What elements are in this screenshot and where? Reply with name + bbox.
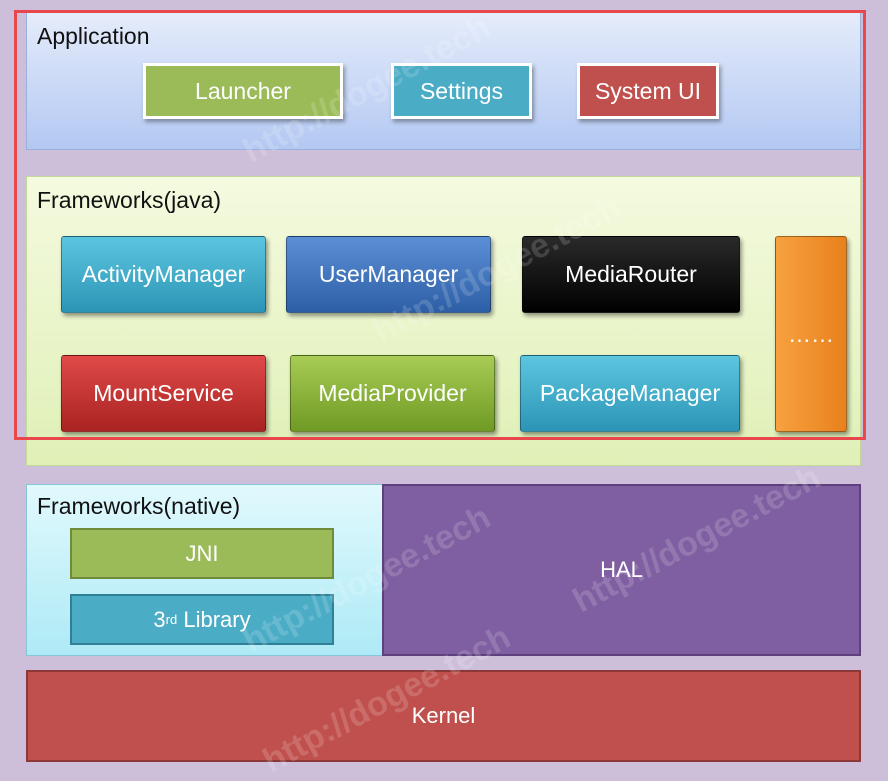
package-manager-box: PackageManager bbox=[520, 355, 740, 432]
more-box: …… bbox=[775, 236, 847, 432]
media-provider-box: MediaProvider bbox=[290, 355, 495, 432]
activity-manager-box: ActivityManager bbox=[61, 236, 266, 313]
kernel-label: Kernel bbox=[411, 703, 476, 728]
jni-box: JNI bbox=[70, 528, 334, 579]
frameworks-java-layer: Frameworks(java) ActivityManager UserMan… bbox=[26, 176, 861, 466]
application-layer-title: Application bbox=[37, 23, 150, 49]
launcher-box: Launcher bbox=[143, 63, 343, 119]
user-manager-box: UserManager bbox=[286, 236, 491, 313]
library-suffix: Library bbox=[177, 606, 251, 632]
settings-box: Settings bbox=[391, 63, 532, 119]
application-layer: Application Launcher Settings System UI bbox=[26, 12, 861, 150]
mount-service-box: MountService bbox=[61, 355, 266, 432]
hal-layer: HAL bbox=[382, 484, 861, 656]
media-router-box: MediaRouter bbox=[522, 236, 740, 313]
library-superscript: rd bbox=[165, 612, 178, 627]
library-prefix: 3 bbox=[153, 606, 166, 632]
frameworks-java-title: Frameworks(java) bbox=[37, 187, 222, 213]
kernel-layer: Kernel bbox=[26, 670, 861, 762]
frameworks-native-title: Frameworks(native) bbox=[37, 493, 241, 519]
system-ui-box: System UI bbox=[577, 63, 719, 119]
hal-label: HAL bbox=[600, 557, 643, 582]
